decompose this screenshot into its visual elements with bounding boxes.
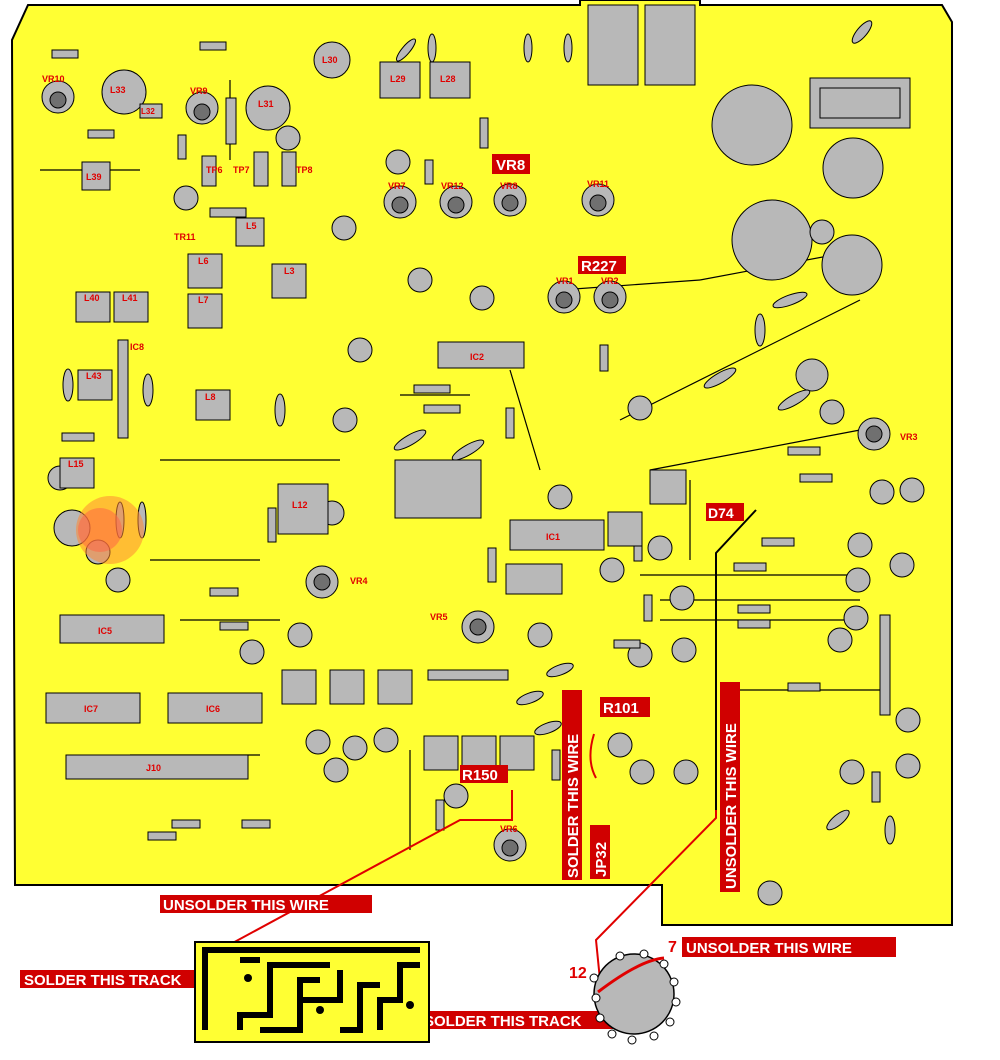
pot-label: VR9: [190, 86, 208, 96]
large-capacitors: [711, 84, 884, 296]
pot-label: VR1: [556, 276, 574, 286]
unsolder-wire-right-label: UNSOLDER THIS WIRE: [723, 723, 740, 889]
pot-label: VR3: [900, 432, 918, 442]
pot-label: VR6: [500, 824, 518, 834]
vr8-tag-label: VR8: [496, 157, 525, 174]
potentiometers: [41, 80, 891, 862]
vr8-tag: [492, 154, 530, 174]
rotary-switch: 12 7: [569, 939, 681, 1045]
jp32-tag-label: JP32: [593, 842, 610, 877]
solder-track-bottom-tag: [420, 1011, 626, 1029]
track-board: [194, 941, 430, 1043]
ic-label: IC8: [130, 342, 144, 352]
unsolder-wire-right-tag: [720, 682, 740, 892]
ic-blocks: [45, 339, 891, 780]
unsolder-wire-left-tag: [160, 895, 372, 913]
solder-track-bottom-label: SOLDER THIS TRACK: [424, 1013, 582, 1030]
inductor-label: L3: [284, 266, 295, 276]
ic-labels: IC2 IC8 IC1 IC5 IC7 IC6 J10: [84, 342, 560, 773]
transistor-label: TR11: [174, 232, 196, 242]
inductor-label: L39: [86, 172, 102, 182]
switch-label-12: 12: [569, 965, 587, 982]
ic-label: IC6: [206, 704, 220, 714]
unsolder-wire-switch-tag: [682, 937, 896, 957]
pot-label: VR5: [430, 612, 448, 622]
solder-track-left-label: SOLDER THIS TRACK: [24, 972, 182, 989]
test-points: [201, 151, 297, 187]
test-point-label: TP8: [296, 165, 313, 175]
r227-tag: [578, 256, 626, 274]
highlight-labels: VR8 R227 D74 R101 R150 JP32 SOLDER THIS …: [20, 154, 896, 1030]
inductor-labels: L33 L32 L30 L31 L29 L28 L39 L5 L6 L3 L7 …: [68, 55, 456, 510]
solder-track-left-tag: [20, 970, 226, 988]
r150-tag-label: R150: [462, 767, 498, 784]
r101-tag: [600, 697, 650, 717]
unsolder-wire-left-label: UNSOLDER THIS WIRE: [163, 897, 329, 914]
red-wires: [215, 733, 717, 981]
test-point-label: TP6: [206, 165, 223, 175]
pot-label: VR2: [601, 276, 619, 286]
pot-label: VR12: [441, 181, 464, 191]
unsolder-wire-switch-label: UNSOLDER THIS WIRE: [686, 940, 852, 957]
inductor-label: L41: [122, 293, 138, 303]
transformer: [809, 77, 911, 129]
d74-tag: [706, 503, 744, 521]
pot-label: VR11: [587, 179, 609, 189]
pot-label: VR10: [42, 74, 65, 84]
jp32-tag: [590, 825, 610, 879]
inductor-label: L5: [246, 221, 257, 231]
top-connectors: [587, 4, 696, 86]
inductor-label: L8: [205, 392, 216, 402]
d74-tag-label: D74: [708, 505, 734, 521]
black-wire-d74: [715, 509, 757, 810]
inductor-label: L32: [141, 107, 155, 116]
heat-highlight: [76, 496, 144, 564]
inductor-label: L33: [110, 85, 126, 95]
inductor-label: L29: [390, 74, 406, 84]
pot-labels: VR10 VR9 VR7 VR12 VR8 VR11 VR1 VR2 VR3 V…: [42, 74, 918, 834]
inductor-label: L12: [292, 500, 308, 510]
trimmer-blocks: [281, 469, 687, 771]
ic-label: J10: [146, 763, 161, 773]
pot-label: VR8: [500, 181, 518, 191]
inductor-label: L28: [440, 74, 456, 84]
ic-label: IC7: [84, 704, 98, 714]
test-point-label: TP7: [233, 165, 250, 175]
solder-wire-label: SOLDER THIS WIRE: [565, 734, 582, 878]
resistors: [51, 41, 881, 841]
switch-label-7: 7: [668, 939, 677, 956]
inductor-label: L15: [68, 459, 84, 469]
inductor-label: L31: [258, 99, 274, 109]
ic-label: IC5: [98, 626, 112, 636]
solder-wire-tag: [562, 690, 582, 880]
inductor-label: L40: [84, 293, 100, 303]
inductor-label: L30: [322, 55, 338, 65]
pot-label: VR7: [388, 181, 406, 191]
r227-tag-label: R227: [581, 258, 617, 275]
inductors: [59, 41, 471, 535]
ic-label: IC1: [546, 532, 560, 542]
switch-red-wire: [597, 956, 665, 994]
r150-tag: [460, 765, 508, 783]
inductor-label: L7: [198, 295, 209, 305]
r101-tag-label: R101: [603, 700, 639, 717]
inductor-label: L43: [86, 371, 102, 381]
inductor-label: L6: [198, 256, 209, 266]
ic-label: IC2: [470, 352, 484, 362]
pot-label: VR4: [350, 576, 368, 586]
